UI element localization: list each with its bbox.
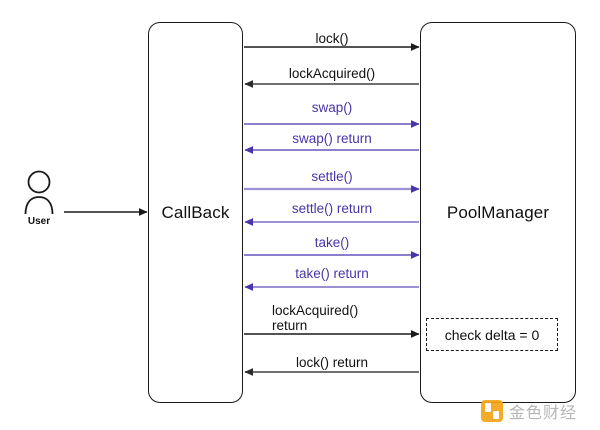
lifeline-callback-label: CallBack — [161, 202, 230, 222]
message-label-lock-acquired: lockAcquired() — [288, 66, 376, 81]
watermark-text: 金色财经 — [509, 403, 578, 422]
message-label-take-return: take() return — [295, 266, 369, 281]
message-label-swap-return: swap() return — [292, 131, 372, 146]
message-label-lock-acquired-return: lockAcquired() return — [272, 303, 359, 333]
check-delta-note: check delta = 0 — [426, 318, 558, 351]
user-actor-label: User — [27, 216, 51, 227]
message-label-lock-return: lock() return — [295, 355, 368, 370]
check-delta-note-label: check delta = 0 — [444, 326, 540, 343]
user-icon — [24, 170, 54, 215]
lifeline-poolmanager-label: PoolManager — [446, 202, 550, 222]
user-actor[interactable]: User — [16, 170, 62, 232]
watermark: 金色财经 — [481, 398, 591, 424]
jinse-logo-icon — [481, 400, 503, 422]
message-label-settle: settle() — [311, 169, 353, 184]
message-label-swap: swap() — [311, 100, 353, 115]
message-label-settle-return: settle() return — [291, 201, 373, 216]
lifeline-callback[interactable]: CallBack — [148, 22, 243, 403]
message-label-take: take() — [314, 235, 350, 250]
message-label-lock: lock() — [315, 31, 349, 46]
